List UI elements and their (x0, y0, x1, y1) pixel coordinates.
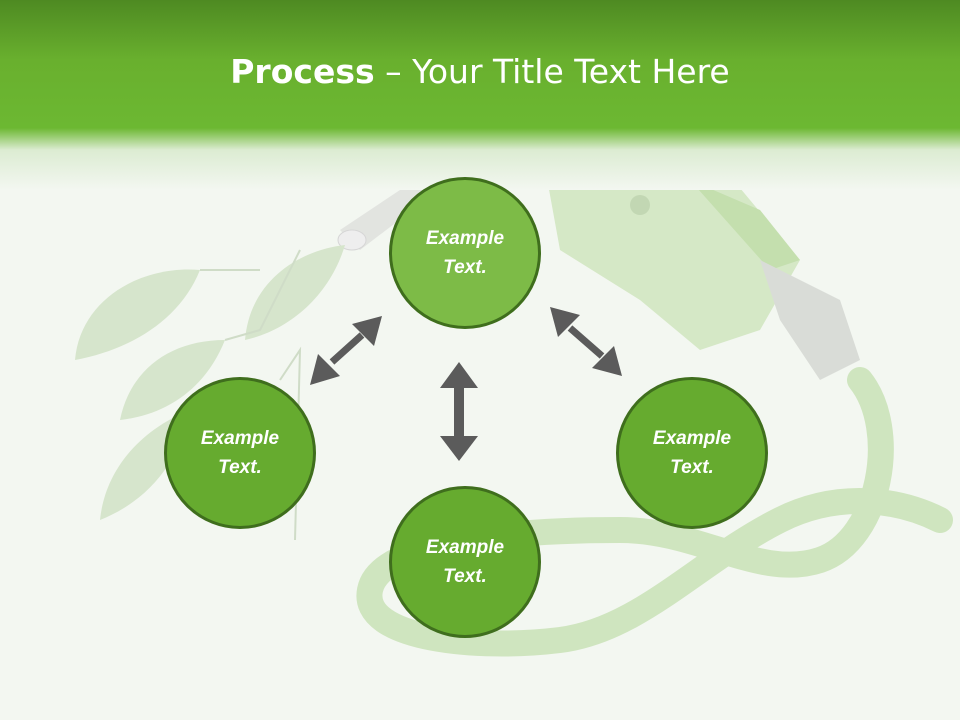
step-text-line1: Example (200, 428, 280, 449)
double-arrow-icon (550, 307, 622, 376)
hose-illustration (356, 367, 953, 657)
step-text-line1: Example (425, 537, 505, 558)
double-arrow-icon (440, 362, 478, 461)
slide-title: Process – Your Title Text Here (0, 52, 960, 91)
step-text-line2: Text. (443, 257, 487, 278)
step-text-line2: Text. (443, 566, 487, 587)
step-text-line1: Example (652, 428, 732, 449)
fuel-nozzle-illustration (337, 140, 860, 380)
step-text-line2: Text. (670, 457, 714, 478)
title-bold: Process (230, 52, 375, 91)
leaf-illustration (75, 245, 345, 541)
title-bar (0, 0, 960, 190)
step-text-line1: Example (425, 228, 505, 249)
double-arrow-icon (310, 316, 382, 385)
step-text-line2: Text. (218, 457, 262, 478)
title-rest: – Your Title Text Here (374, 52, 730, 91)
